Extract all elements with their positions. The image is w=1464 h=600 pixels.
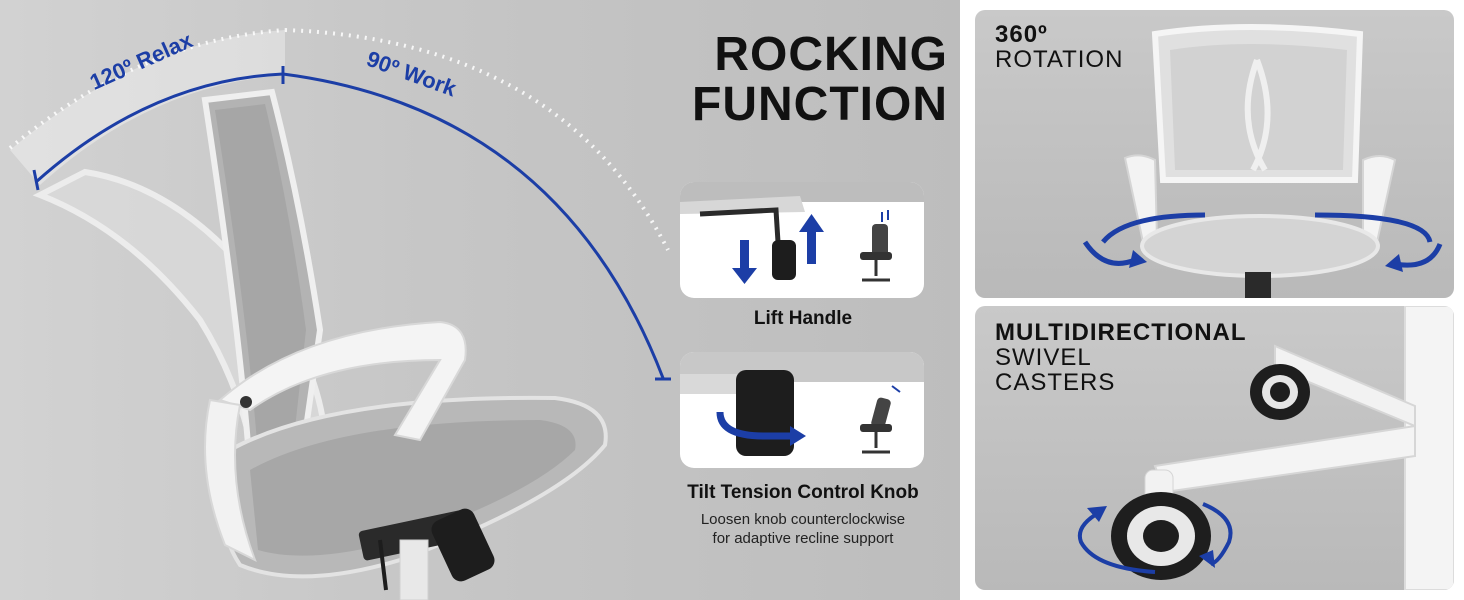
armrest-support bbox=[204, 398, 257, 563]
casters-title-line1: MULTIDIRECTIONAL bbox=[995, 319, 1247, 346]
rotation-arrow-left bbox=[1082, 240, 1136, 266]
lift-handle-caption: Lift Handle bbox=[753, 308, 853, 329]
tilt-knob-card bbox=[680, 352, 924, 468]
tilt-knob-caption: Tilt Tension Control Knob bbox=[687, 482, 919, 503]
seat-cushion bbox=[1140, 214, 1380, 278]
rocking-title-line2: FUNCTION bbox=[692, 78, 948, 131]
base-leg-front bbox=[1153, 424, 1416, 494]
reclining-chair-illustration bbox=[32, 28, 671, 600]
lift-lever bbox=[699, 207, 781, 243]
rotate-arrow-icon bbox=[716, 411, 792, 440]
casters-title-line3: CASTERS bbox=[995, 369, 1116, 396]
mini-chair-icon bbox=[860, 397, 892, 454]
lift-lever-handle bbox=[772, 240, 796, 280]
rotation-title-line2: ROTATION bbox=[995, 46, 1124, 73]
lift-handle-illustration bbox=[680, 182, 924, 284]
relax-angle-arc bbox=[35, 72, 284, 184]
tilt-knob-description: Loosen knob counterclockwise for adaptiv… bbox=[660, 510, 946, 548]
backrest-ribs bbox=[1244, 58, 1271, 172]
rotation-panel: 360º ROTATION bbox=[975, 10, 1454, 298]
tilt-desc-line1: Loosen knob counterclockwise bbox=[700, 511, 906, 528]
tension-knob bbox=[736, 370, 794, 456]
tilt-knob-illustration bbox=[680, 352, 924, 456]
work-angle-arc bbox=[282, 72, 665, 379]
lift-lever bbox=[378, 539, 388, 591]
work-dotted-arc bbox=[284, 28, 670, 251]
rocking-title-line1: ROCKING bbox=[714, 28, 948, 81]
rotating-chair-illustration bbox=[1082, 24, 1443, 298]
rocking-function-panel: 120º Relax 90º Work ROCKING FUNCTION bbox=[0, 0, 960, 600]
gas-cylinder bbox=[399, 539, 429, 600]
arrow-head-icon bbox=[1385, 254, 1403, 272]
lift-handle-card bbox=[680, 182, 924, 298]
swivel-arrow-right bbox=[1202, 502, 1233, 566]
armrest-pivot-screw bbox=[240, 396, 252, 408]
caster-wheel-illustration bbox=[1077, 306, 1454, 590]
chair-base bbox=[1245, 272, 1271, 298]
casters-title: MULTIDIRECTIONAL SWIVEL CASTERS bbox=[995, 320, 1247, 395]
casters-panel: MULTIDIRECTIONAL SWIVEL CASTERS bbox=[975, 306, 1454, 590]
seat-mesh bbox=[250, 420, 576, 556]
armrest bbox=[218, 320, 467, 442]
rotation-title: 360º ROTATION bbox=[995, 22, 1123, 72]
rotation-arrow-back bbox=[1101, 212, 1206, 244]
tilt-adjust-icon bbox=[891, 385, 901, 393]
casters-title-line2: SWIVEL bbox=[995, 344, 1092, 371]
rotation-arrow-right bbox=[1394, 242, 1443, 268]
arrow-head-icon bbox=[1129, 250, 1147, 268]
tension-knob bbox=[431, 508, 495, 582]
arrow-head-icon bbox=[1087, 506, 1107, 522]
down-arrow-icon bbox=[732, 268, 757, 284]
rotation-title-line1: 360º bbox=[995, 21, 1048, 48]
left-armrest bbox=[1123, 154, 1159, 244]
up-arrow-icon bbox=[799, 214, 824, 232]
tilt-desc-line2: for adaptive recline support bbox=[712, 530, 894, 547]
backrest-mesh bbox=[1170, 44, 1347, 170]
right-armrest bbox=[1362, 155, 1397, 244]
mini-chair-icon bbox=[860, 224, 892, 282]
rocking-function-title: ROCKING FUNCTION bbox=[648, 30, 948, 130]
swivel-arrow-left bbox=[1077, 510, 1156, 574]
arrow-head-icon bbox=[1199, 550, 1215, 568]
